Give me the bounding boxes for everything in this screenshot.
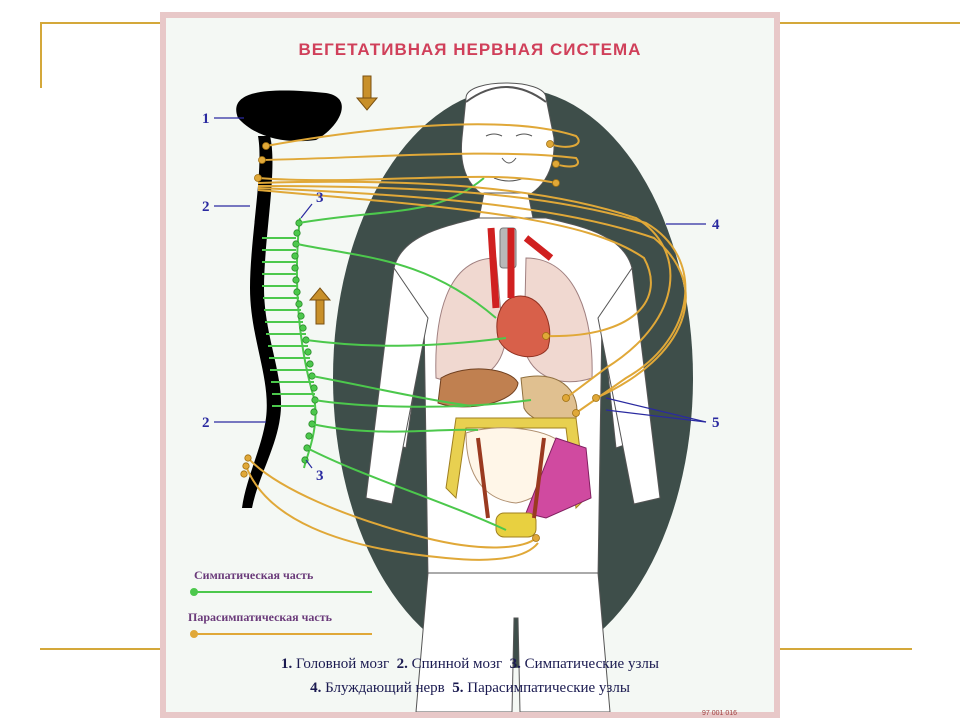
kidney-vessels [476, 437, 546, 519]
left-arm [365, 266, 429, 505]
caption-num-4: 4. [310, 680, 322, 696]
rectum [525, 437, 592, 519]
legend-sympathetic-line [190, 588, 372, 596]
parasympathetic-ganglia [240, 140, 600, 542]
heart [496, 295, 551, 358]
legend-parasympathetic-line [190, 630, 372, 638]
aorta [487, 227, 554, 309]
label-1: 1 [202, 111, 210, 127]
caption-line-1: 1. Головной мозг 2. Спинной мозг 3. Симп… [166, 656, 774, 673]
sympathetic-fibres [262, 177, 532, 531]
caption-text-3: Симпатические узлы [524, 656, 659, 672]
down-arrow-icon [355, 75, 379, 111]
caption-text-4: Блуждающий нерв [325, 680, 445, 696]
caption-text-5: Парасимпатические узлы [467, 680, 630, 696]
brain [236, 90, 342, 142]
face-features [465, 86, 547, 182]
legs [415, 572, 611, 712]
label-pointers [214, 117, 707, 469]
caption-text-1: Головной мозг [296, 656, 390, 672]
label-5: 5 [712, 415, 720, 431]
poster: ВЕГЕТАТИВНАЯ НЕРВНАЯ СИСТЕМА [160, 12, 780, 718]
label-2-top: 2 [202, 199, 210, 215]
legend-parasympathetic-label: Парасимпатическая часть [188, 610, 332, 624]
sympathetic-trunk [291, 217, 319, 469]
left-lung [435, 257, 505, 383]
up-arrow-icon [308, 287, 332, 325]
bladder [495, 512, 537, 538]
caption-num-2: 2. [396, 656, 408, 672]
label-3-top: 3 [316, 190, 324, 206]
organs [435, 227, 593, 538]
spinal-cord [242, 136, 282, 508]
colon [445, 417, 587, 510]
label-3-bottom: 3 [316, 468, 324, 484]
caption-line-2: 4. Блуждающий нерв 5. Парасимпатические … [166, 680, 774, 697]
caption-text-2: Спинной мозг [411, 656, 503, 672]
label-4: 4 [712, 217, 720, 233]
poster-title: ВЕГЕТАТИВНАЯ НЕРВНАЯ СИСТЕМА [298, 40, 642, 59]
parasympathetic-fibres [245, 123, 687, 561]
nervous-system-diagram: 1 2 2 3 3 4 5 [190, 75, 720, 712]
label-2-bottom: 2 [202, 415, 210, 431]
caption-num-3: 3. [509, 656, 521, 672]
slide-deco-left-vertical [40, 22, 42, 88]
legend-sympathetic-label: Симпатическая часть [194, 568, 314, 582]
caption-num-5: 5. [452, 680, 464, 696]
caption-num-1: 1. [281, 656, 293, 672]
footer-code: 97 001 016 [702, 710, 738, 717]
